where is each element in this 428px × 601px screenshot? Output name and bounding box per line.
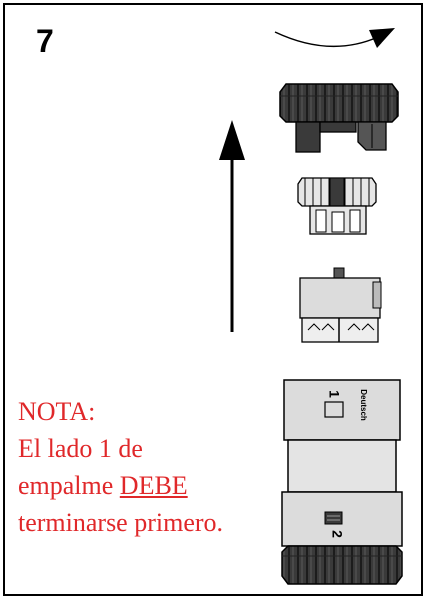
- splice-connector: 1 2 Deutsch: [281, 379, 403, 585]
- top-cap: [279, 83, 399, 153]
- step-number: 7: [36, 23, 54, 59]
- note-line-3-text: empalme: [18, 471, 120, 500]
- note-line-2: El lado 1 de: [18, 434, 143, 463]
- rotation-arrow-icon: [274, 28, 395, 48]
- connector-insert: [299, 267, 382, 343]
- note-line-3: empalme DEBE: [18, 467, 223, 504]
- side-2-label: 2: [329, 530, 345, 538]
- note-heading: NOTA:: [18, 397, 96, 426]
- collet-grommet: [297, 177, 377, 235]
- note-line-4: terminarse primero.: [18, 508, 224, 537]
- assembly-note: NOTA: El lado 1 de empalme DEBE terminar…: [18, 393, 223, 541]
- upward-arrow-icon: [219, 120, 245, 332]
- brand-label: Deutsch: [359, 389, 368, 421]
- side-1-label: 1: [326, 390, 342, 398]
- note-emphasis: DEBE: [119, 471, 188, 500]
